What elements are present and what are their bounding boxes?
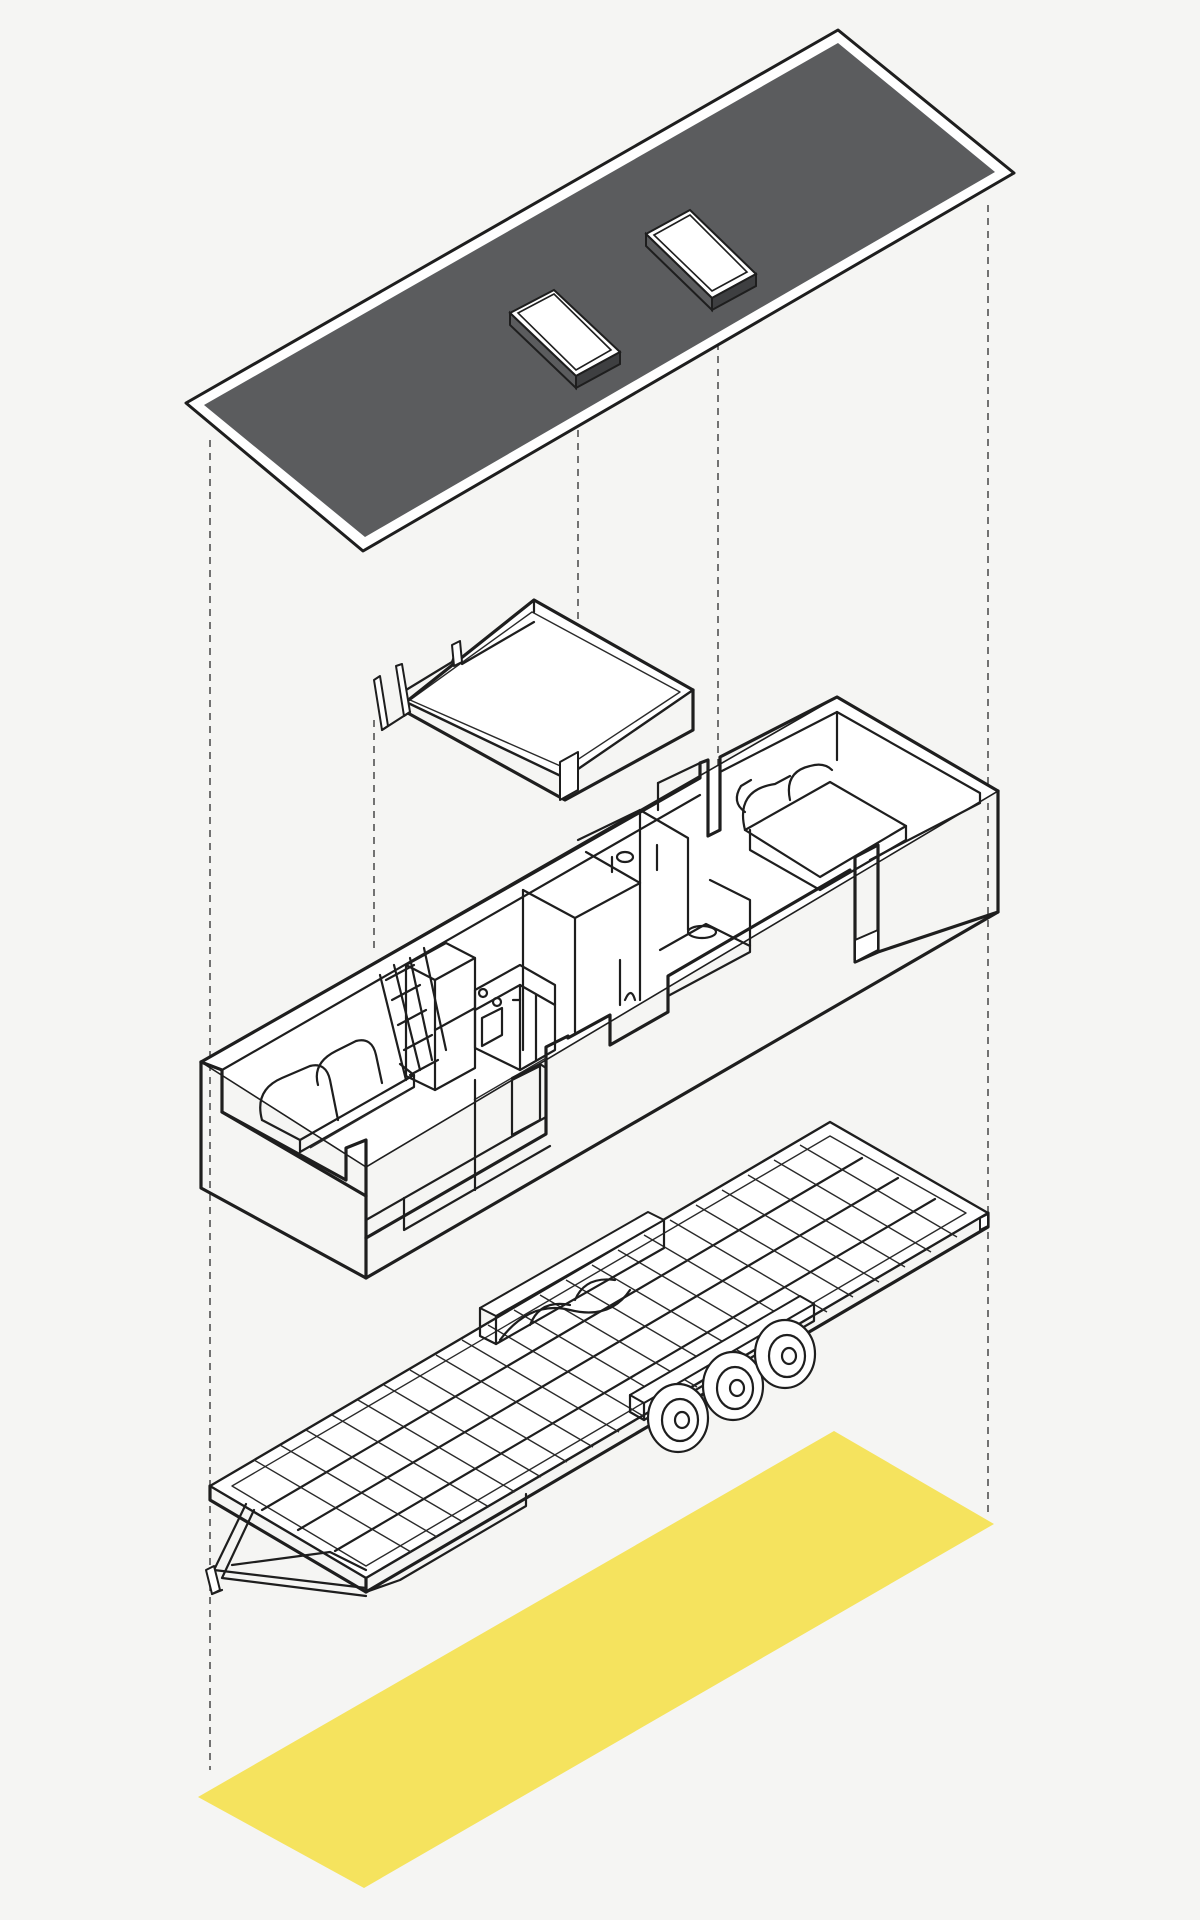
skylight-rear — [644, 208, 758, 313]
site-footprint — [198, 1431, 994, 1888]
footprint-layer — [198, 1431, 994, 1888]
trailer-layer — [205, 1120, 990, 1598]
loft-floor — [409, 611, 681, 769]
interior-layer — [199, 695, 1000, 1280]
trailer-wheels — [646, 1318, 817, 1454]
loft-layer — [373, 598, 695, 802]
trailer-hitch — [205, 1492, 528, 1598]
sofa — [259, 1039, 416, 1154]
loft-ladder — [378, 946, 448, 1082]
deck-cross-members — [253, 1144, 958, 1553]
roof-membrane — [204, 43, 995, 537]
skylight-front — [508, 288, 622, 391]
roof-layer — [184, 28, 1016, 553]
